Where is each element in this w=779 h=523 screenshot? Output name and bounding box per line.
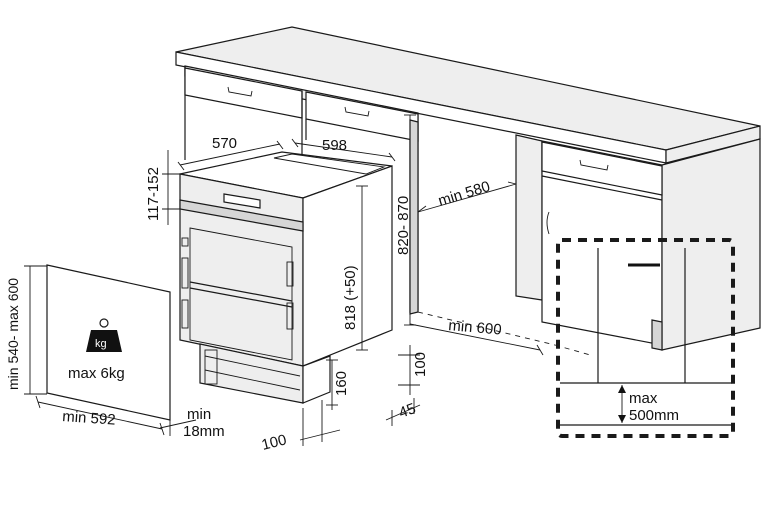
label-depth-570: 570 <box>212 135 237 152</box>
label-dim-45: 45 <box>397 400 418 422</box>
left-cabinet <box>184 65 419 315</box>
drawer-handle-icon <box>579 159 609 171</box>
label-door-width: min 592 <box>62 408 116 429</box>
label-max: max <box>629 390 658 407</box>
kg-weight-icon <box>86 318 122 352</box>
label-front-100: 100 <box>260 431 288 454</box>
label-plinth-160: 160 <box>333 371 350 396</box>
label-height-range: 820- 870 <box>395 196 412 255</box>
label-door-height: min 540- max 600 <box>5 278 21 390</box>
drawer-handle-icon <box>227 86 253 97</box>
label-min-600: min 600 <box>448 317 503 339</box>
label-machine-height: 818 (+50) <box>342 265 359 330</box>
label-thickness-value: 18mm <box>183 423 225 440</box>
label-width-598: 598 <box>322 137 347 154</box>
countertop <box>175 26 761 164</box>
label-door-weight: max 6kg <box>68 365 125 382</box>
label-thickness-min: min <box>187 406 211 423</box>
drawer-handle-icon <box>344 106 370 117</box>
label-min-580: min 580 <box>436 178 492 210</box>
dishwasher <box>179 151 393 404</box>
dimension-lines <box>162 114 544 446</box>
max-detail-box <box>556 238 735 438</box>
label-max-value: 500mm <box>629 407 679 424</box>
floor-line <box>417 311 556 346</box>
door-handle-icon <box>546 211 550 235</box>
label-top-gap: 117-152 <box>145 167 162 221</box>
right-cabinet <box>515 134 761 351</box>
label-kg-icon: kg <box>95 338 107 350</box>
label-plinth-100: 100 <box>412 352 429 377</box>
